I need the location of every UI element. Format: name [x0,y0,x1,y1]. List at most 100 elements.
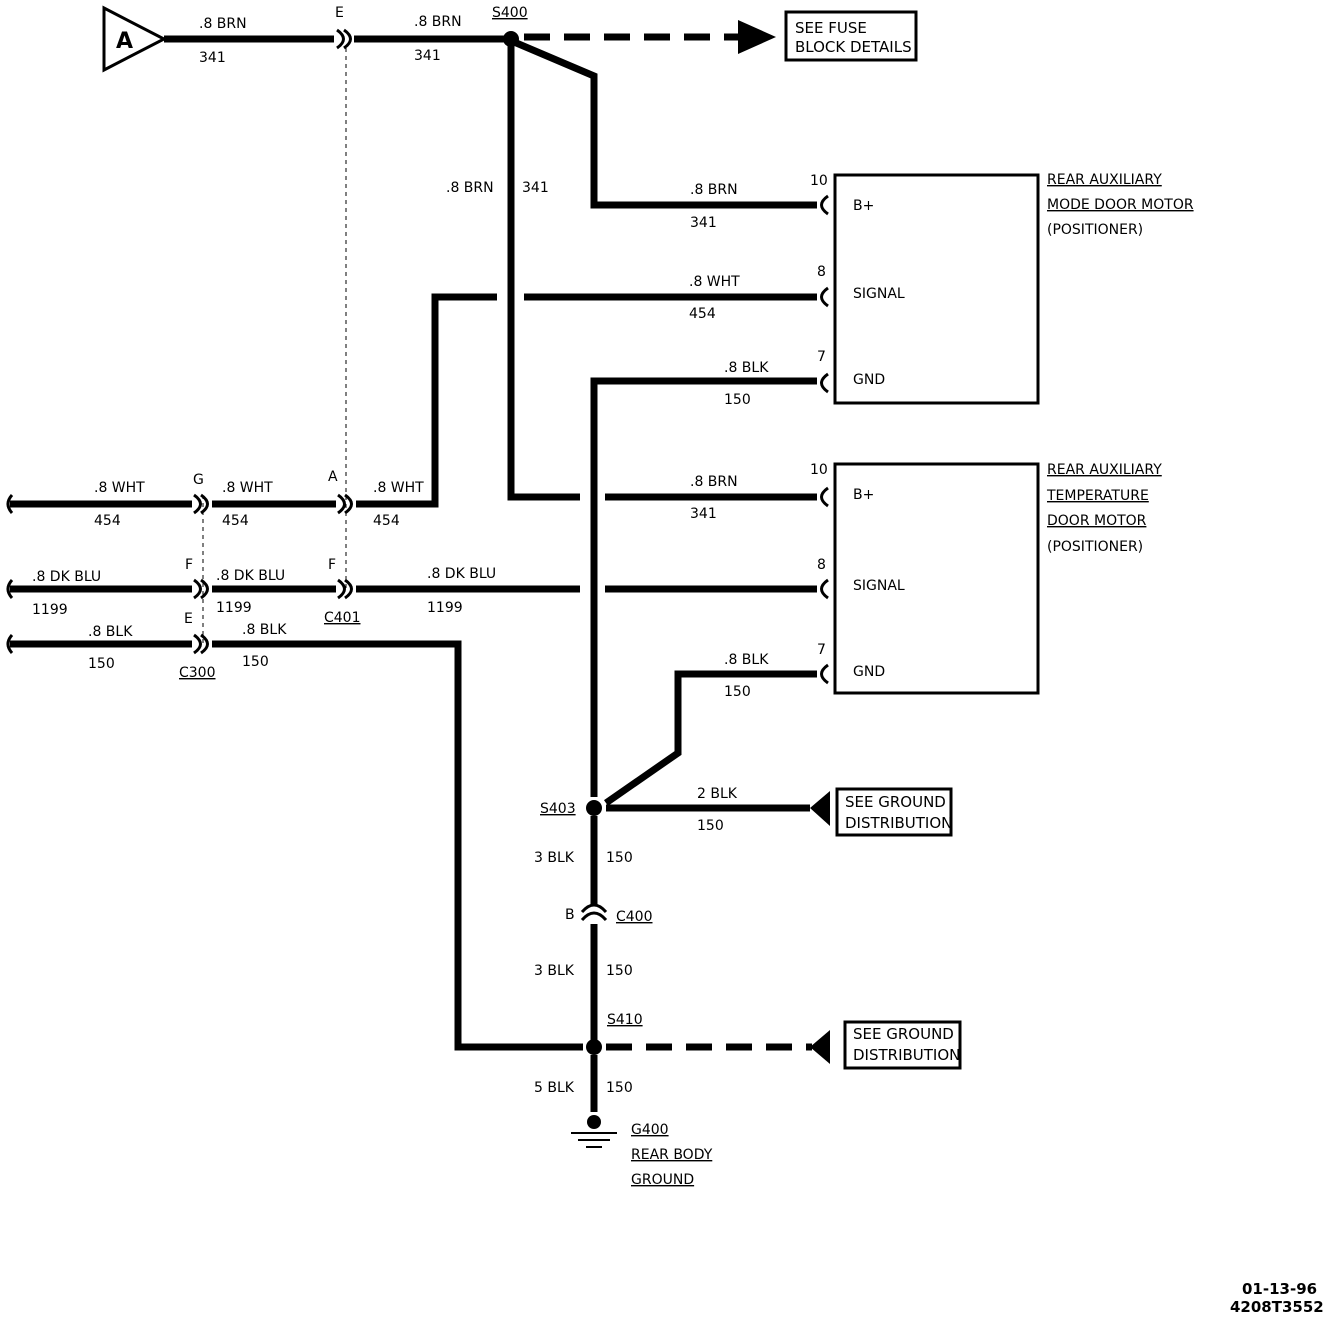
wire-label-gauge: .8 BLK [88,624,133,640]
pin-number: 7 [817,642,826,658]
pin-label: G [193,472,204,488]
temp-motor-title1: REAR AUXILIARY [1047,462,1162,478]
wire-label-gauge: .8 BRN [446,180,494,196]
wire-label-circuit: 1199 [216,600,252,616]
c300-pin-e-symbol [193,633,209,655]
wire-label-circuit: 454 [94,513,121,529]
fuse-ref-box [784,10,918,62]
wire-break-left [6,494,14,514]
splice-s400-label: S400 [492,5,528,21]
mode-motor-box [833,173,1040,405]
arrow-left-icon [810,791,830,826]
pin-label: E [335,5,344,21]
splice-s403-dot [586,800,602,816]
wire-brn-s400-to-temp-bplus-a [507,45,580,501]
pin-name: SIGNAL [853,578,905,594]
wire-label-gauge: .8 DK BLU [216,568,285,584]
wire-label-gauge: .8 BRN [414,14,462,30]
wire-label-gauge: .8 BRN [199,16,247,32]
wire-label-gauge: .8 WHT [94,480,145,496]
c400-connector-symbol [580,903,608,922]
c401-pin-f-symbol [337,578,353,600]
arrow-right-icon [738,20,776,54]
c401-pin-e-symbol [336,28,352,50]
c400-pin-label: B [565,907,575,923]
wire-label-circuit: 341 [414,48,441,64]
c300-pin-f-symbol [193,578,209,600]
mode-motor-title2: MODE DOOR MOTOR [1047,197,1194,213]
ground-g400-dot [587,1115,601,1129]
connector-c300-label: C300 [179,665,216,681]
temp-motor-box [833,462,1040,695]
wire-blk-temp-gnd [604,670,817,806]
pin-label: F [185,557,193,573]
connector-c401-label: C401 [324,610,361,626]
wire-label-circuit: 454 [222,513,249,529]
wire-label-circuit: 1199 [32,602,68,618]
wire-label-gauge: .8 BLK [724,652,769,668]
wire-label-gauge: .8 WHT [689,274,740,290]
connector-a-label: A [116,29,133,54]
mode-pin10-connector [820,194,829,216]
wire-label-circuit: 341 [199,50,226,66]
pin-number: 10 [810,173,828,189]
wire-label-circuit: 341 [690,506,717,522]
wire-label-gauge: .8 BRN [690,182,738,198]
pin-name: B+ [853,198,874,214]
wire-label-gauge: .8 BLK [724,360,769,376]
wire-label-gauge: 3 BLK [534,963,575,979]
pin-number: 10 [810,462,828,478]
ground-ref-2-box [843,1020,962,1070]
mode-motor-title1: REAR AUXILIARY [1047,172,1162,188]
pin-name: SIGNAL [853,286,905,302]
ground-g400-line3: GROUND [631,1172,694,1188]
temp-pin7-connector [820,663,829,685]
wire-label-circuit: 150 [606,963,633,979]
ground-g400-line1: G400 [631,1122,669,1138]
wire-break-left [6,579,14,599]
wire-label-circuit: 1199 [427,600,463,616]
wire-break-left [6,634,14,654]
wire-label-gauge: .8 DK BLU [427,566,496,582]
mode-pin7-connector [820,372,829,394]
wire-label-gauge: .8 DK BLU [32,569,101,585]
ground-ref-2-line2: DISTRIBUTION [853,1046,960,1064]
wire-label-gauge: 3 BLK [534,850,575,866]
pin-label: A [328,469,338,485]
wire-label-gauge: .8 BLK [242,622,287,638]
ground-ref-1-line1: SEE GROUND [845,793,946,811]
c400-name-label: C400 [616,909,653,925]
wire-label-circuit: 454 [689,306,716,322]
wire-label-circuit: 150 [242,654,269,670]
wire-label-circuit: 341 [690,215,717,231]
c300-pin-g-symbol [193,493,209,515]
temp-motor-title4: (POSITIONER) [1047,539,1143,555]
temp-motor-title2: TEMPERATURE [1046,488,1149,504]
footer-code: 4208T3552 [1230,1298,1324,1316]
fuse-ref-line1: SEE FUSE [795,19,867,37]
ground-ref-2-line1: SEE GROUND [853,1025,954,1043]
pin-number: 8 [817,264,826,280]
connector-a-symbol [102,5,168,73]
wire-label-circuit: 150 [88,656,115,672]
wire-wht-seg3 [356,293,497,508]
wire-label-circuit: 150 [606,850,633,866]
fuse-ref-line2: BLOCK DETAILS [795,38,912,56]
pin-name: GND [853,372,885,388]
temp-pin10-connector [820,486,829,508]
wire-label-circuit: 341 [522,180,549,196]
temp-pin8-connector [820,578,829,600]
pin-name: B+ [853,487,874,503]
wire-label-circuit: 150 [724,684,751,700]
ground-ref-1-box [835,787,953,837]
wire-label-circuit: 150 [697,818,724,834]
wire-label-circuit: 150 [724,392,751,408]
pin-label: F [328,557,336,573]
wire-blk-seg2 [212,640,583,1051]
wire-brn-s400-to-mode-bplus [512,38,817,209]
wire-label-gauge: .8 BRN [690,474,738,490]
wire-label-gauge: .8 WHT [222,480,273,496]
wire-label-circuit: 150 [606,1080,633,1096]
ground-g400-line2: REAR BODY [631,1147,713,1163]
